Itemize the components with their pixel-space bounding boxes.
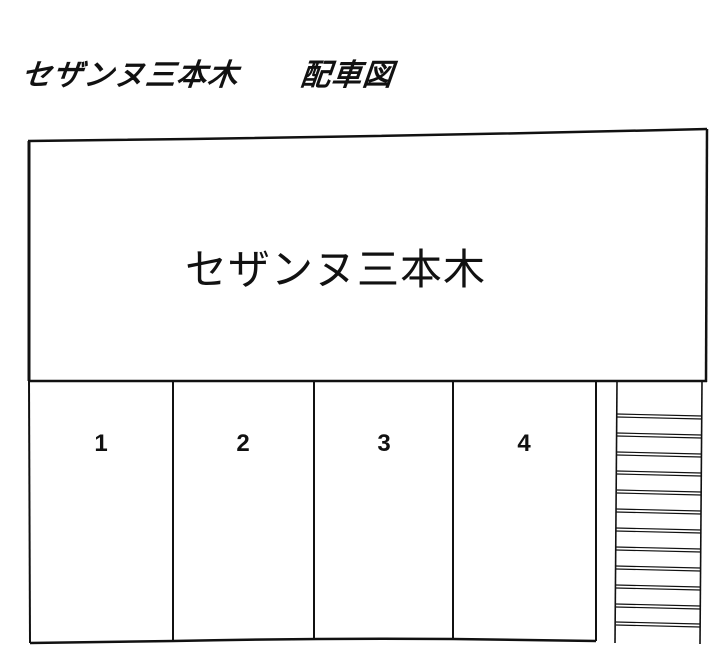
parking-stall-3-label: 3	[377, 430, 391, 457]
parking-area	[28, 380, 597, 645]
building-outline	[27, 127, 709, 383]
parking-stall-4-label: 4	[517, 430, 531, 457]
staircase	[614, 381, 703, 645]
parking-stall-1-label: 1	[94, 430, 108, 457]
parking-stall-2-label: 2	[236, 430, 250, 457]
building-name-label: セザンヌ三本木	[185, 245, 487, 294]
